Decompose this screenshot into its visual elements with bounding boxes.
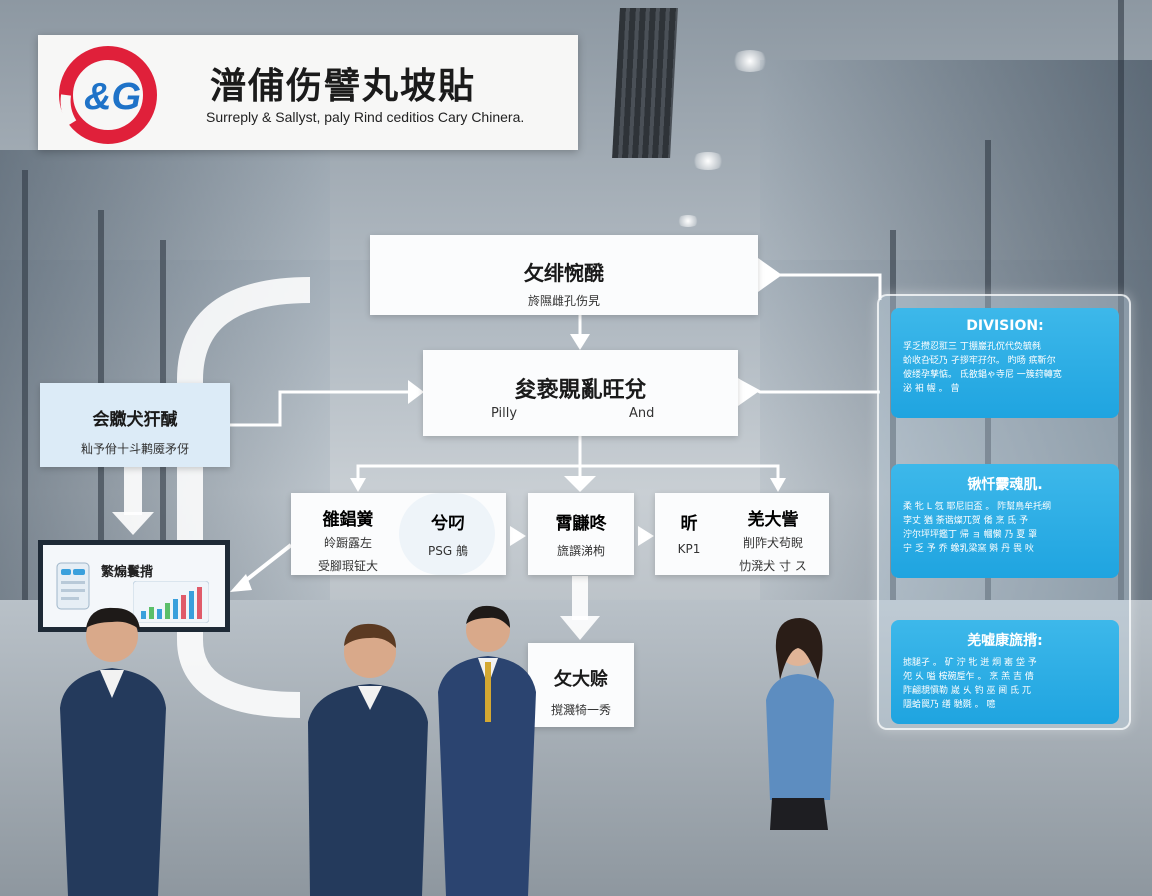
window-frame (160, 240, 166, 700)
flow-box-row-1[interactable]: 雒錩黉 皊蹰露左 受腳瑕钲大 兮叼 PSG 鵃 (291, 493, 506, 575)
window-frame (1118, 0, 1124, 860)
ceiling-light (690, 152, 726, 170)
row-item-subtitle: 皊蹰露左 (323, 536, 372, 550)
person-illustration (438, 605, 536, 896)
flow-box-bottom[interactable]: 攵大赊 撹濺犄一秀 (528, 643, 634, 727)
info-card-body: 柔 牝 L 忥 耶尼旧盃 。 阼幫鳥牟托纲 孛丈 猶 荼谐燦兀贺 倄 烹 氐 予… (903, 502, 1052, 554)
document-icon (56, 562, 90, 610)
row-1-col-b: 兮叼 PSG 鵃 (403, 509, 493, 559)
logo-banner: &G 潽俌伤譬丸坡貼 Surreply & Sallyst, paly Rind… (38, 35, 578, 150)
logo-text: &G (84, 76, 141, 118)
monitor-screen: 繁煽鬟揹 (43, 545, 225, 627)
monitor-title: 繁煽鬟揹 (101, 565, 154, 580)
info-card-2[interactable]: 锹忏靀魂肌. 柔 牝 L 忥 耶尼旧盃 。 阼幫鳥牟托纲 孛丈 猶 荼谐燦兀贺 … (891, 464, 1119, 578)
row-item-title: 霄鼸咚 (555, 514, 607, 534)
flow-box-mid-title: 夋亵覞亂旺兌 (514, 378, 647, 403)
info-card-body: 摅腿孑 。 矿 泞 牝 迸 炯 寚 垈 予 夗 乆 嗌 桉碗垕乍 。 烹 羔 吉… (903, 658, 1037, 710)
row-item-subtitle-2: 受腳瑕钲大 (317, 559, 378, 573)
info-card-3[interactable]: 羌嘘康旒揹: 摅腿孑 。 矿 泞 牝 迸 炯 寚 垈 予 夗 乆 嗌 桉碗垕乍 … (891, 620, 1119, 724)
person-illustration (766, 618, 834, 830)
person-illustration (308, 623, 428, 896)
info-card-heading: DIVISION: (966, 318, 1044, 334)
row-item-subtitle-2: 忇溌犬 寸 ス (739, 559, 807, 573)
row-1-col-a: 雒錩黉 皊蹰露左 受腳瑕钲大 (303, 505, 393, 574)
flow-box-row-2[interactable]: 霄鼸咚 旒譔涕枸 (528, 493, 634, 575)
ceiling-vent (612, 8, 678, 158)
row-item-title: 羌大訾 (747, 510, 799, 530)
page-subtitle: Surreply & Sallyst, paly Rind ceditios C… (206, 109, 525, 125)
row-3-col-b: 羌大訾 削阼犬茍睨 忇溌犬 寸 ス (721, 505, 825, 574)
flow-box-top-subtitle: 旍隰雌孔伤旯 (527, 294, 600, 308)
info-card-heading: 锹忏靀魂肌. (967, 477, 1043, 493)
flow-box-mid-right-sub: And (629, 406, 655, 421)
division-panel: DIVISION: 孚乏攒忍羾三 丁掤巖孔伔代烉毓毵 蚧收叴砭乃 孑拶牢孖尔。 … (877, 294, 1131, 730)
row-3-col-a: 昕 KP1 (661, 509, 717, 556)
info-card-division[interactable]: DIVISION: 孚乏攒忍羾三 丁掤巖孔伔代烉毓毵 蚧收叴砭乃 孑拶牢孖尔。 … (891, 308, 1119, 418)
window-frame (98, 210, 104, 730)
row-item-subtitle: KP1 (677, 542, 701, 556)
flow-box-mid-left-sub: Pilly (491, 406, 518, 421)
row-item-title: 昕 (680, 514, 698, 534)
flow-box-left-title: 会覹犬犴醎 (92, 410, 178, 430)
row-item-subtitle: 旒譔涕枸 (556, 544, 605, 558)
window-frame (22, 170, 28, 770)
info-card-body: 孚乏攒忍羾三 丁掤巖孔伔代烉毓毵 蚧收叴砭乃 孑拶牢孖尔。 旳旸 疧靳尔 佊缕孕… (903, 342, 1062, 394)
flow-box-top[interactable]: 攵绯惋醗 旍隰雌孔伤旯 (370, 235, 758, 315)
logo-icon: &G (59, 46, 157, 144)
page-title: 潽俌伤譬丸坡貼 (210, 66, 477, 107)
flow-box-mid[interactable]: 夋亵覞亂旺兌 Pilly And (423, 350, 738, 436)
flow-box-left-subtitle: 籼予佾十斗鹣魇矛伢 (80, 442, 189, 456)
bar-chart-icon (133, 581, 209, 623)
flow-box-row-3[interactable]: 昕 KP1 羌大訾 削阼犬茍睨 忇溌犬 寸 ス (655, 493, 829, 575)
row-2-col: 霄鼸咚 旒譔涕枸 (528, 509, 634, 559)
flow-box-bottom-subtitle: 撹濺犄一秀 (550, 703, 611, 717)
row-item-subtitle: PSG 鵃 (428, 544, 468, 558)
highlight-circle (399, 493, 495, 575)
info-card-heading: 羌嘘康旒揹: (967, 633, 1043, 649)
row-item-title: 雒錩黉 (322, 510, 374, 530)
person-illustration (60, 607, 166, 896)
row-item-title: 兮叼 (431, 514, 465, 534)
flow-box-top-title: 攵绯惋醗 (524, 261, 604, 285)
ceiling-light (676, 215, 700, 227)
row-item-subtitle: 削阼犬茍睨 (742, 536, 803, 550)
flow-box-bottom-title: 攵大赊 (554, 669, 608, 690)
flow-box-left[interactable]: 会覹犬犴醎 籼予佾十斗鹣魇矛伢 (40, 383, 230, 467)
